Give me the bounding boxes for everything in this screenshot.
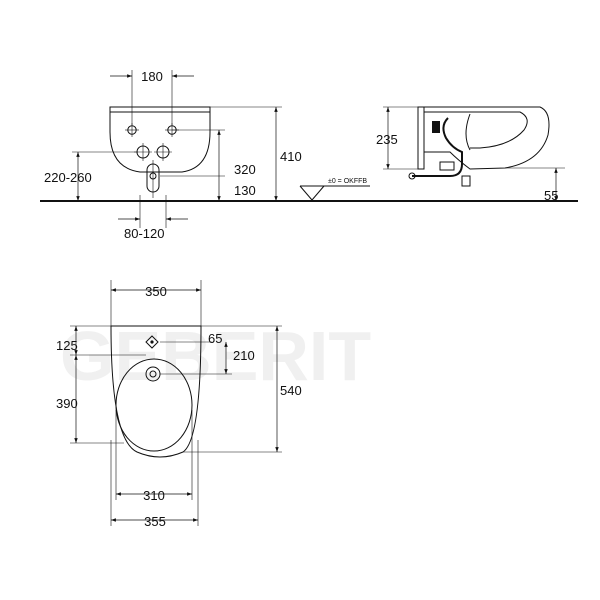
dim-65: 65 xyxy=(208,331,222,346)
dim-55: 55 xyxy=(544,188,558,203)
dim-355: 355 xyxy=(144,514,166,529)
wall-plate xyxy=(417,106,425,170)
dim-320: 320 xyxy=(234,162,256,177)
dim-220-260: 220-260 xyxy=(44,170,92,185)
dim-310: 310 xyxy=(143,488,165,503)
drain-outlet xyxy=(146,160,160,198)
dim-130: 130 xyxy=(234,183,256,198)
dim-350: 350 xyxy=(145,284,167,299)
side-body xyxy=(423,106,550,170)
floor-level-marker: ±0 = OKFFB xyxy=(299,178,370,201)
side-trap xyxy=(412,117,463,177)
dim-390: 390 xyxy=(56,396,78,411)
dim-180: 180 xyxy=(141,69,163,84)
dim-235: 235 xyxy=(376,132,398,147)
tap-hole xyxy=(145,335,159,349)
dim-540: 540 xyxy=(280,383,302,398)
dim-125: 125 xyxy=(56,338,78,353)
mounting-hole-left xyxy=(125,123,139,137)
water-connection-right xyxy=(154,143,172,161)
dim-410: 410 xyxy=(280,149,302,164)
bowl-ellipse xyxy=(115,358,193,452)
dim-210: 210 xyxy=(233,348,255,363)
front-view: 180 220-260 80-120 320 130 410 xyxy=(40,69,578,241)
front-body xyxy=(109,106,211,173)
dim-80-120: 80-120 xyxy=(124,226,164,241)
side-view: 235 55 xyxy=(376,106,565,203)
floor-level-label: ±0 = OKFFB xyxy=(328,178,367,185)
watermark: GEBERIT xyxy=(60,317,371,395)
top-view: 350 125 390 65 210 540 310 355 xyxy=(56,280,302,529)
